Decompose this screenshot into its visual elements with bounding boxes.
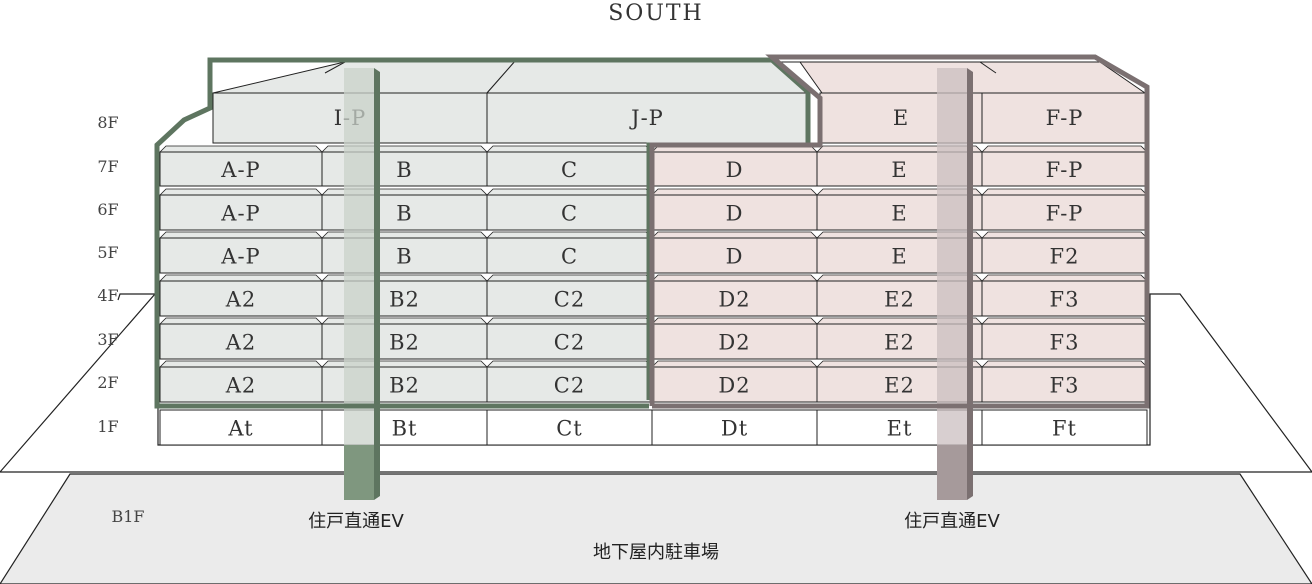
unit-label: E2 <box>884 374 915 398</box>
floor-label-6f: 6F <box>97 200 118 219</box>
unit-4f-d2: D2 <box>651 274 818 317</box>
unit-label: E2 <box>884 288 915 312</box>
roof-top-jp <box>485 59 810 94</box>
unit-2f-a2: A2 <box>159 360 323 403</box>
elevator-shaft-left <box>344 68 380 500</box>
unit-label: F2 <box>1050 245 1080 269</box>
unit-label: F-P <box>1046 202 1084 226</box>
elevator-label-right: 住戸直通EV <box>904 511 1000 532</box>
floor-label-7f: 7F <box>97 157 118 176</box>
unit-3f-c2: C2 <box>486 317 653 360</box>
unit-label: B2 <box>389 374 420 398</box>
unit-label: A2 <box>225 288 257 312</box>
unit-7f-d: D <box>651 145 818 187</box>
unit-4f-a2: A2 <box>159 274 323 317</box>
unit-label: F3 <box>1050 374 1080 398</box>
unit-label: B2 <box>389 288 420 312</box>
unit-label: A2 <box>225 374 257 398</box>
unit-label: C2 <box>554 331 585 355</box>
floor-label-1f: 1F <box>97 417 118 436</box>
unit-label: E2 <box>884 331 915 355</box>
unit-2f-f3: F3 <box>981 360 1148 403</box>
unit-6f-d: D <box>651 188 818 231</box>
unit-4f-c2: C2 <box>486 274 653 317</box>
unit-2f-c2: C2 <box>486 360 653 403</box>
unit-label: C <box>561 202 578 226</box>
elevator-shaft-right <box>937 68 973 500</box>
unit-label: Et <box>887 417 913 441</box>
unit-label: Bt <box>392 417 418 441</box>
unit-5f-c: C <box>486 231 653 274</box>
unit-label: D2 <box>718 374 750 398</box>
unit-label: Ct <box>556 417 583 441</box>
unit-7f-c: C <box>486 145 653 187</box>
unit-label: C <box>561 158 578 182</box>
unit-4f-f3: F3 <box>981 274 1148 317</box>
floor-label-4f: 4F <box>97 286 118 305</box>
unit-7f-a-p: A-P <box>159 145 323 187</box>
unit-label: D <box>726 202 744 226</box>
floor-label-b1f: B1F <box>111 507 144 526</box>
floor-label-5f: 5F <box>97 243 118 262</box>
unit-label: C <box>561 245 578 269</box>
unit-label: A-P <box>220 202 260 226</box>
unit-label: E <box>891 158 907 182</box>
unit-6f-a-p: A-P <box>159 188 323 231</box>
floor-labels: 8F 7F 6F 5F 4F 3F 2F 1F <box>97 113 118 436</box>
floor-label-2f: 2F <box>97 373 118 392</box>
basement-parking-slab <box>0 473 1312 584</box>
direction-label: SOUTH <box>608 1 704 26</box>
unit-label: D2 <box>718 288 750 312</box>
unit-label: B <box>396 202 412 226</box>
unit-1f-ft: Ft <box>981 409 1148 446</box>
unit-label: Dt <box>721 417 748 441</box>
unit-8f-3: F-P <box>981 92 1148 144</box>
unit-3f-d2: D2 <box>651 317 818 360</box>
unit-3f-f3: F3 <box>981 317 1148 360</box>
unit-8f-1: J-P <box>486 92 809 144</box>
unit-label: F3 <box>1050 288 1080 312</box>
unit-label: F-P <box>1046 106 1084 130</box>
unit-5f-f2: F2 <box>981 231 1148 274</box>
unit-6f-c: C <box>486 188 653 231</box>
right-block-outline <box>649 54 1150 409</box>
unit-6f-f-p: F-P <box>981 188 1148 231</box>
unit-label: Ft <box>1052 417 1077 441</box>
unit-7f-f-p: F-P <box>981 145 1148 187</box>
unit-5f-d: D <box>651 231 818 274</box>
floor-label-3f: 3F <box>97 330 118 349</box>
unit-1f-at: At <box>159 409 323 446</box>
unit-1f-ct: Ct <box>486 409 653 446</box>
elevator-label-left: 住戸直通EV <box>308 511 404 532</box>
unit-label: C2 <box>554 288 585 312</box>
unit-label: F3 <box>1050 331 1080 355</box>
parking-label: 地下屋内駐車場 <box>593 542 719 563</box>
unit-label: F-P <box>1046 158 1084 182</box>
unit-1f-dt: Dt <box>651 409 818 446</box>
unit-label: D2 <box>718 331 750 355</box>
unit-3f-a2: A2 <box>159 317 323 360</box>
floor-label-8f: 8F <box>97 113 118 132</box>
unit-label: B <box>396 245 412 269</box>
unit-label: E <box>893 106 909 130</box>
unit-label: B <box>396 158 412 182</box>
unit-label: C2 <box>554 374 585 398</box>
unit-5f-a-p: A-P <box>159 231 323 274</box>
unit-label: D <box>726 158 744 182</box>
unit-label: B2 <box>389 331 420 355</box>
unit-label: E <box>891 245 907 269</box>
unit-label: J-P <box>629 106 664 130</box>
unit-label: A2 <box>225 331 257 355</box>
unit-label: E <box>891 202 907 226</box>
unit-label: A-P <box>220 245 260 269</box>
unit-label: At <box>227 417 253 441</box>
unit-label: A-P <box>220 158 260 182</box>
unit-label: D <box>726 245 744 269</box>
unit-2f-d2: D2 <box>651 360 818 403</box>
